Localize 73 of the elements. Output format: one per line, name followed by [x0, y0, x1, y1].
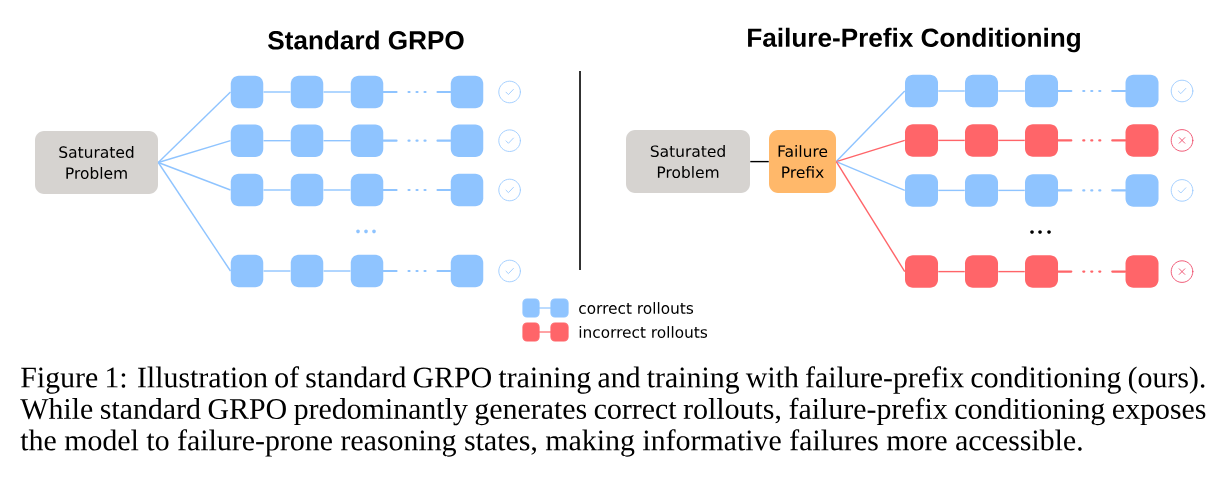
connector-line — [997, 90, 1026, 92]
rollout-step-box — [450, 75, 484, 109]
connector-line — [322, 140, 352, 142]
connector-line — [937, 90, 966, 92]
rollout-step-box — [350, 254, 384, 288]
rollout-step-box — [290, 173, 324, 207]
connector-line — [262, 270, 292, 272]
rollout-step-box — [1125, 174, 1159, 207]
connector-line — [835, 139, 906, 163]
rollout-step-box — [905, 174, 938, 207]
rollout-step-box — [965, 74, 998, 108]
connector-line — [1057, 189, 1127, 192]
connector-line — [1057, 89, 1127, 93]
rollout-step-box — [905, 74, 938, 108]
rollout-step-box — [290, 254, 324, 288]
connector-line — [835, 160, 906, 192]
process-box: Failure Prefix — [769, 130, 836, 194]
connector-line — [997, 189, 1026, 192]
rollout-step-box — [905, 124, 938, 157]
connector-line — [382, 90, 452, 94]
rollout-step-box — [290, 124, 324, 157]
rollout-step-box — [1025, 255, 1058, 288]
rollout-step-box — [230, 254, 264, 288]
rollout-step-box — [230, 173, 264, 207]
connector-line — [382, 139, 452, 142]
connector-line — [262, 189, 292, 191]
connector-line — [382, 188, 452, 192]
process-box: Saturated Problem — [35, 131, 158, 194]
rollout-step-box — [965, 255, 998, 288]
connector-line — [1057, 270, 1127, 273]
connector-line — [1057, 139, 1127, 142]
connector-line — [157, 91, 232, 164]
process-box: Saturated Problem — [626, 130, 750, 194]
legend-label: incorrect rollouts — [579, 326, 708, 338]
rollout-step-box — [450, 124, 484, 157]
panel-title: Standard GRPO — [268, 30, 464, 50]
figure-caption: Figure 1: Illustration of standard GRPO training and training with failure-prefix conditioning (ours). While standard GRPO predominantly generates correct rollouts, failure-prefix conditioning exposes the model to failure-prone reasoning states, making informative failures more accessible. — [20, 366, 1206, 457]
connector-line — [835, 90, 906, 163]
connector-line — [749, 160, 770, 163]
connector-line — [157, 140, 232, 164]
rollout-step-box — [350, 75, 384, 109]
rollout-step-box — [965, 124, 998, 157]
rollout-step-box — [965, 174, 998, 207]
legend-label: correct rollouts — [579, 302, 694, 314]
connector-line — [997, 139, 1026, 142]
connector-line — [157, 161, 232, 191]
rollout-step-box — [350, 173, 384, 207]
panel-title: Failure-Prefix Conditioning — [748, 27, 1080, 53]
connector-line — [937, 189, 966, 192]
rollout-step-box — [1125, 124, 1159, 157]
connector-line — [382, 269, 452, 273]
rollout-step-box — [905, 255, 938, 288]
connector-line — [157, 161, 232, 272]
connector-line — [322, 189, 352, 191]
rollout-step-box — [1125, 74, 1159, 108]
connector-line — [322, 91, 352, 93]
rollout-step-box — [450, 173, 484, 207]
connector-line — [937, 270, 966, 273]
rollout-step-box — [230, 75, 264, 109]
rollout-step-box — [290, 75, 324, 109]
connector-line — [322, 270, 352, 272]
connector-line — [835, 160, 906, 273]
rollout-step-box — [1025, 124, 1058, 157]
rollout-step-box — [1025, 174, 1058, 207]
rollout-step-box — [450, 254, 484, 288]
rollout-step-box — [230, 124, 264, 157]
rollout-step-box — [1125, 255, 1159, 288]
connector-line — [262, 91, 292, 93]
connector-line — [262, 140, 292, 142]
rollout-step-box — [350, 124, 384, 157]
connector-line — [937, 139, 966, 142]
connector-line — [997, 270, 1026, 273]
rollout-step-box — [1025, 74, 1058, 108]
